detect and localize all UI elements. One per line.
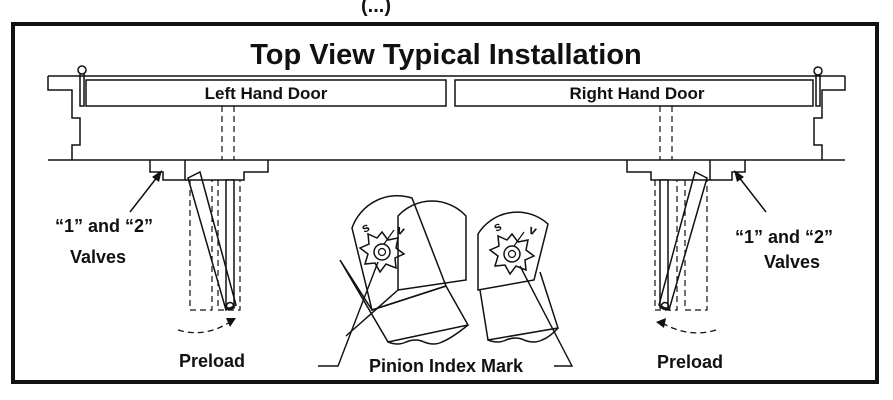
right-preload-arrow (656, 318, 717, 334)
right-valves-label-line1: “1” and “2” (735, 227, 833, 247)
left-pinion-letter-v: v (395, 222, 408, 239)
left-pinion-letter-s: s (359, 219, 372, 236)
right-pinion-index-mark (513, 231, 525, 247)
right-valves-label-line2: Valves (764, 252, 820, 272)
left-pinion-index-mark (383, 229, 395, 245)
left-valves-label-line2: Valves (70, 247, 126, 267)
left-preload-arrow (177, 318, 236, 334)
left-hand-door (85, 79, 447, 107)
left-preload-label: Preload (179, 351, 245, 371)
left-pinion-detail (339, 195, 470, 345)
right-closer (626, 106, 746, 312)
left-door-label: Left Hand Door (205, 84, 328, 103)
pinion-index-mark-label: Pinion Index Mark (369, 356, 524, 376)
right-valves-arrow (734, 170, 767, 213)
diagram-frame (11, 22, 879, 384)
left-closer (149, 106, 269, 312)
left-hinge-pin (77, 65, 87, 107)
right-pinion-detail (477, 211, 559, 343)
left-valves-arrow (129, 170, 162, 213)
left-valves-label-line1: “1” and “2” (55, 216, 153, 236)
right-preload-label: Preload (657, 352, 723, 372)
right-pinion-letter-s: s (491, 218, 504, 235)
pinion-pointer-lines (318, 261, 574, 367)
door-frame (47, 75, 846, 161)
right-hand-door (454, 79, 814, 107)
right-pinion-letter-v: v (527, 222, 540, 239)
right-hinge-pin (813, 66, 823, 107)
right-door-label: Right Hand Door (569, 84, 704, 103)
diagram-title: Top View Typical Installation (250, 39, 642, 71)
header-fragment: (...) (361, 0, 391, 17)
